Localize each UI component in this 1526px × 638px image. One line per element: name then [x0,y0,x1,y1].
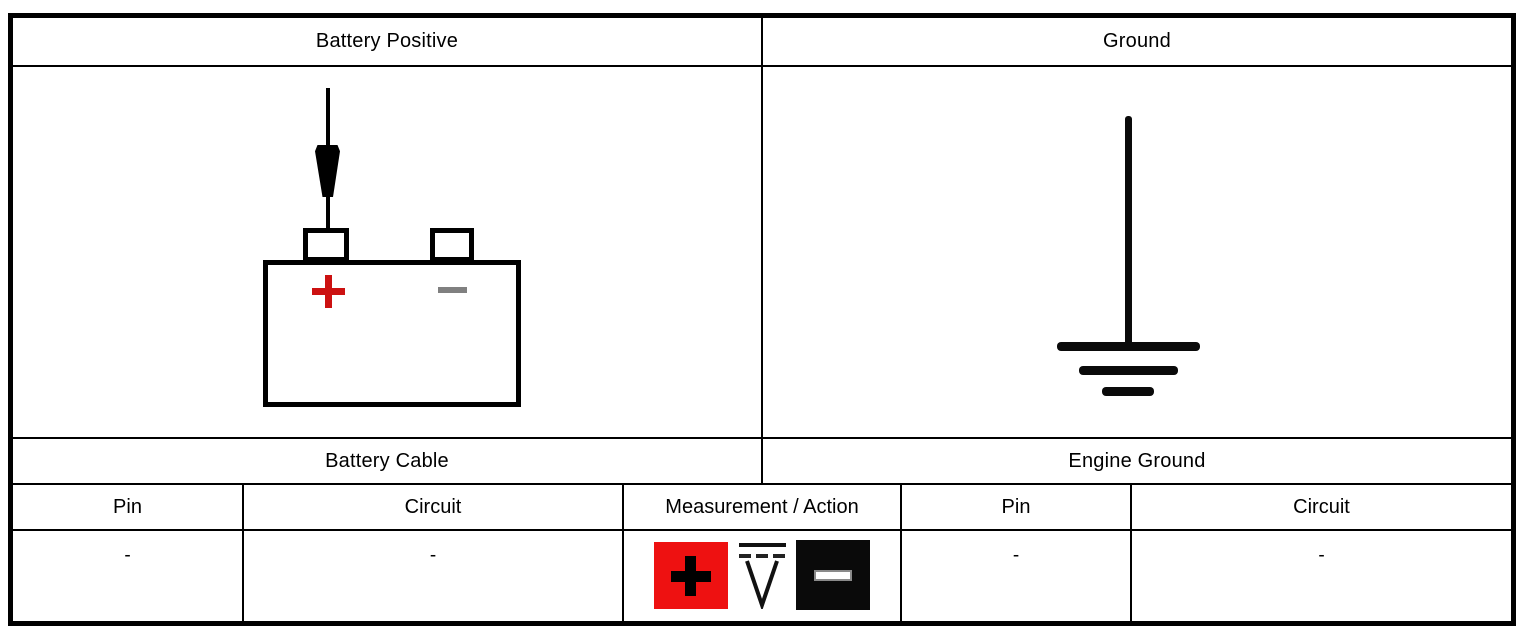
right-pin-value-text: - [1012,545,1020,566]
connector-label-row: Battery Cable Engine Ground [13,439,1511,485]
left-pin-value-text: - [124,545,131,566]
ground-bar-middle [1079,366,1178,375]
right-connector-label-text: Engine Ground [1068,449,1206,472]
battery-diagram [13,67,763,437]
left-connector-label: Battery Cable [13,439,763,483]
positive-probe-icon [654,542,728,609]
voltage-v-glyph [745,560,779,609]
right-pin-value: - [902,531,1132,621]
column-header-row: Pin Circuit Measurement / Action Pin Cir… [13,485,1511,531]
right-circuit-header: Circuit [1132,485,1511,529]
right-circuit-header-text: Circuit [1293,495,1350,518]
right-panel-title-text: Ground [1103,30,1171,52]
dc-solid-line [738,543,786,547]
dc-dashed-line [739,554,785,558]
negative-probe-icon [796,540,870,610]
ground-bar-top [1057,342,1200,351]
left-pin-header: Pin [13,485,244,529]
right-connector-label: Engine Ground [763,439,1511,483]
diagram-row [13,67,1511,439]
battery-positive-terminal [303,228,349,262]
battery-plus-sign-vertical [325,275,332,308]
connector-test-table: Battery Positive Ground Battery Cable [8,13,1516,626]
value-row: - - - - [13,531,1511,621]
left-circuit-header-text: Circuit [404,495,462,518]
measurement-action-header: Measurement / Action [624,485,902,529]
battery-body [263,260,521,407]
left-pin-header-text: Pin [113,495,142,518]
left-connector-label-text: Battery Cable [325,449,449,472]
left-panel-title-text: Battery Positive [315,30,459,52]
left-circuit-value-text: - [429,545,437,566]
test-probe-icon [315,145,340,197]
ground-diagram [763,67,1511,437]
right-pin-header-text: Pin [1001,495,1031,518]
panel-title-row: Battery Positive Ground [13,18,1511,67]
right-circuit-value-text: - [1318,545,1325,566]
left-circuit-value: - [244,531,624,621]
right-circuit-value: - [1132,531,1511,621]
battery-negative-terminal [430,228,474,262]
left-circuit-header: Circuit [244,485,624,529]
dc-voltage-icon [731,540,793,610]
ground-bar-bottom [1102,387,1154,396]
ground-stem [1125,116,1132,346]
minus-icon [814,570,852,581]
right-pin-header: Pin [902,485,1132,529]
right-panel-title: Ground [763,18,1511,65]
battery-minus-sign [438,287,467,293]
plus-icon-vertical [685,556,696,596]
left-panel-title: Battery Positive [13,18,763,65]
measurement-action-header-text: Measurement / Action [665,495,859,518]
measurement-action-cell [624,531,902,621]
left-pin-value: - [13,531,244,621]
